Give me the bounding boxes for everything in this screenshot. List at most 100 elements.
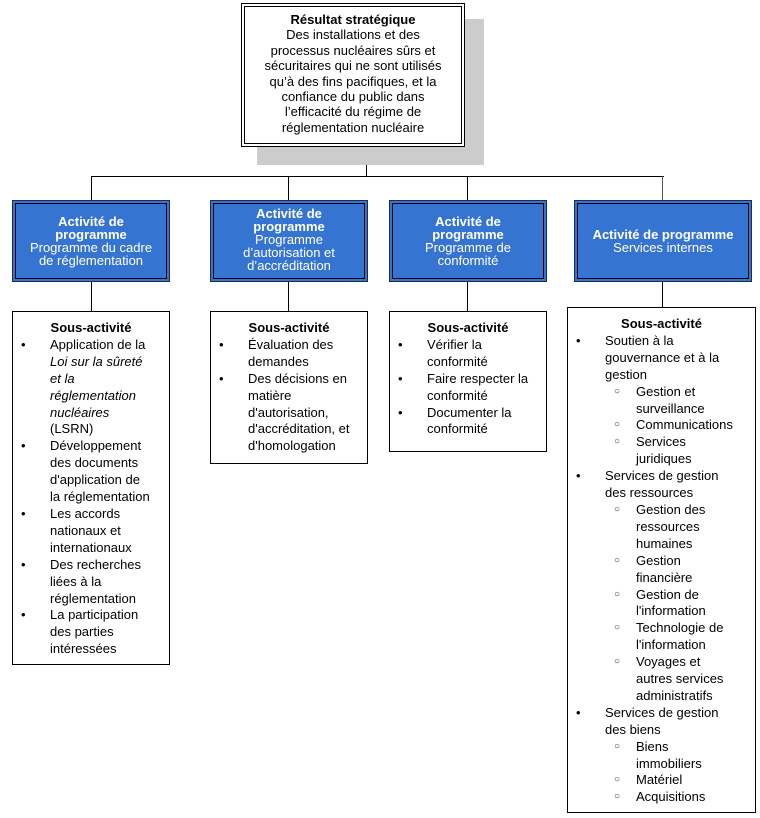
circle-bullet-icon: ○ [614,436,621,448]
item-text: Services de gestion [605,468,719,484]
list-item: • Documenter la conformité [390,405,546,439]
program-activity-name: Services internes [613,240,713,255]
item-text: l'information [636,603,706,619]
sub-activity-heading: Sous-activité [248,320,330,335]
nested-list: ○ Biens immobiliers ○ Matériel ○ Acquisi… [605,739,755,807]
program-activity-heading: programme [432,227,504,242]
strategic-outcome-box: Résultat stratégique Des installations e… [241,3,465,147]
item-text: conformité [427,387,488,403]
item-text: Évaluation des [248,336,334,352]
strategic-outcome-title: Résultat stratégique [290,12,416,27]
strategic-outcome-line: réglementation nucléaire [281,119,425,135]
bullet-icon: • [219,336,224,352]
bullet-icon: • [21,336,26,352]
nested-list: ○ Gestion et surveillance ○ Communicatio… [605,384,755,469]
sub-activity-list: • Soutien à la gouvernance et à la gesti… [568,333,755,806]
program-activity-box-compliance: Activité de programme Programme de confo… [389,200,547,282]
program-activity-box-internal-services: Activité de programme Services internes [574,200,752,282]
item-text: nationaux et [50,522,121,538]
item-text: des biens [605,721,661,737]
item-text: immobiliers [636,755,702,771]
bullet-icon: • [21,505,26,521]
item-text: internationaux [50,539,132,555]
circle-bullet-icon: ○ [614,554,621,566]
strategic-outcome-line: processus nucléaires sûrs et [270,42,436,58]
strategic-outcome-line: l’efficacité du régime de [284,104,422,120]
program-activity-box-regulatory-framework: Activité de programme Programme du cadre… [12,200,170,282]
sub-activity-box-compliance: Sous-activité • Vérifier la conformité •… [389,311,547,452]
program-activity-name: d’accréditation [247,258,331,273]
connector-horizontal [91,176,664,177]
bullet-icon: • [21,607,26,623]
list-item: • Développement des documents d'applicat… [13,438,169,506]
item-text: des ressources [605,485,694,501]
item-text: surveillance [636,400,705,416]
item-text: matière [248,387,292,403]
item-text: d'autorisation, [248,404,329,420]
program-activity-name: conformité [437,253,499,268]
connector-pa3-up [467,176,468,200]
item-text: Application de la [50,336,146,352]
item-text: administratifs [636,687,713,703]
item-text: La participation [50,607,139,623]
item-text-italic: nucléaires [50,404,110,420]
connector-pa2-up [288,176,289,200]
nested-list-item: ○ Gestion de l'information [568,587,755,621]
nested-list-item: ○ Matériel [568,772,755,789]
item-text-italic: Loi sur la sûreté [50,353,143,369]
circle-bullet-icon: ○ [614,656,621,668]
item-text: d'application de [50,472,140,488]
item-text: gouvernance et à la [605,349,720,365]
strategic-outcome-line: confiance du public dans [281,89,425,105]
nested-list-item: ○ Gestion et surveillance [568,384,755,418]
sub-activity-list: • Application de la Loi sur la sûreté et… [13,337,169,658]
nested-list-item: ○ Technologie de l'information [568,620,755,654]
circle-bullet-icon: ○ [614,588,621,600]
list-item: • Soutien à la gouvernance et à la gesti… [568,333,755,468]
nested-list-item: ○ Communications [568,417,755,434]
program-activity-name: de réglementation [38,253,144,268]
strategic-outcome-line: Des installations et des [286,27,420,43]
program-activity-inner: Activité de programme Programme d’autori… [213,203,365,279]
item-text: Des recherches [50,556,142,572]
item-text: Acquisitions [636,789,706,805]
nested-list-item: ○ Biens immobiliers [568,739,755,773]
item-text: Faire respecter la [427,370,529,386]
list-item: • Les accords nationaux et internationau… [13,506,169,557]
program-activity-heading: Activité de [435,214,501,229]
item-text: Gestion [636,552,681,568]
item-text: autres services [636,671,724,687]
bullet-icon: • [21,438,26,454]
program-activity-name: d’autorisation et [243,245,335,260]
connector-pa4-down [662,281,663,307]
program-activity-heading: Activité de programme [592,227,734,242]
item-text: Documenter la [427,404,512,420]
item-text: Vérifier la [427,336,482,352]
item-text: Développement [50,438,142,454]
item-text: Gestion et [636,383,696,399]
strategic-outcome-line: qu’à des fins pacifiques, et la [269,73,437,89]
item-text: Matériel [636,772,683,788]
program-activity-heading: programme [55,227,127,242]
sub-activity-heading: Sous-activité [50,320,132,335]
nested-list-item: ○ Acquisitions [568,789,755,806]
circle-bullet-icon: ○ [614,791,621,803]
program-activity-inner: Activité de programme Programme de confo… [392,203,544,279]
item-text: la réglementation [50,489,150,505]
item-text: Gestion des [636,501,706,517]
list-item: • Services de gestion des ressources ○ G… [568,468,755,705]
bullet-icon: • [398,404,403,420]
connector-pa3-down [467,281,468,311]
sub-activity-box-regulatory-framework: Sous-activité • Application de la Loi su… [12,311,170,665]
list-item: • Vérifier la conformité [390,337,546,371]
program-activity-inner: Activité de programme Programme du cadre… [15,203,167,279]
item-text-italic: réglementation [50,387,136,403]
item-text: Technologie de [636,620,724,636]
item-text: d'accréditation, et [248,421,350,437]
item-text: des parties [50,624,114,640]
list-item: • Des recherches liées à la réglementati… [13,557,169,608]
item-text: conformité [427,353,488,369]
list-item: • La participation des parties intéressé… [13,607,169,658]
bullet-icon: • [576,468,581,484]
item-text: des documents [50,455,139,471]
